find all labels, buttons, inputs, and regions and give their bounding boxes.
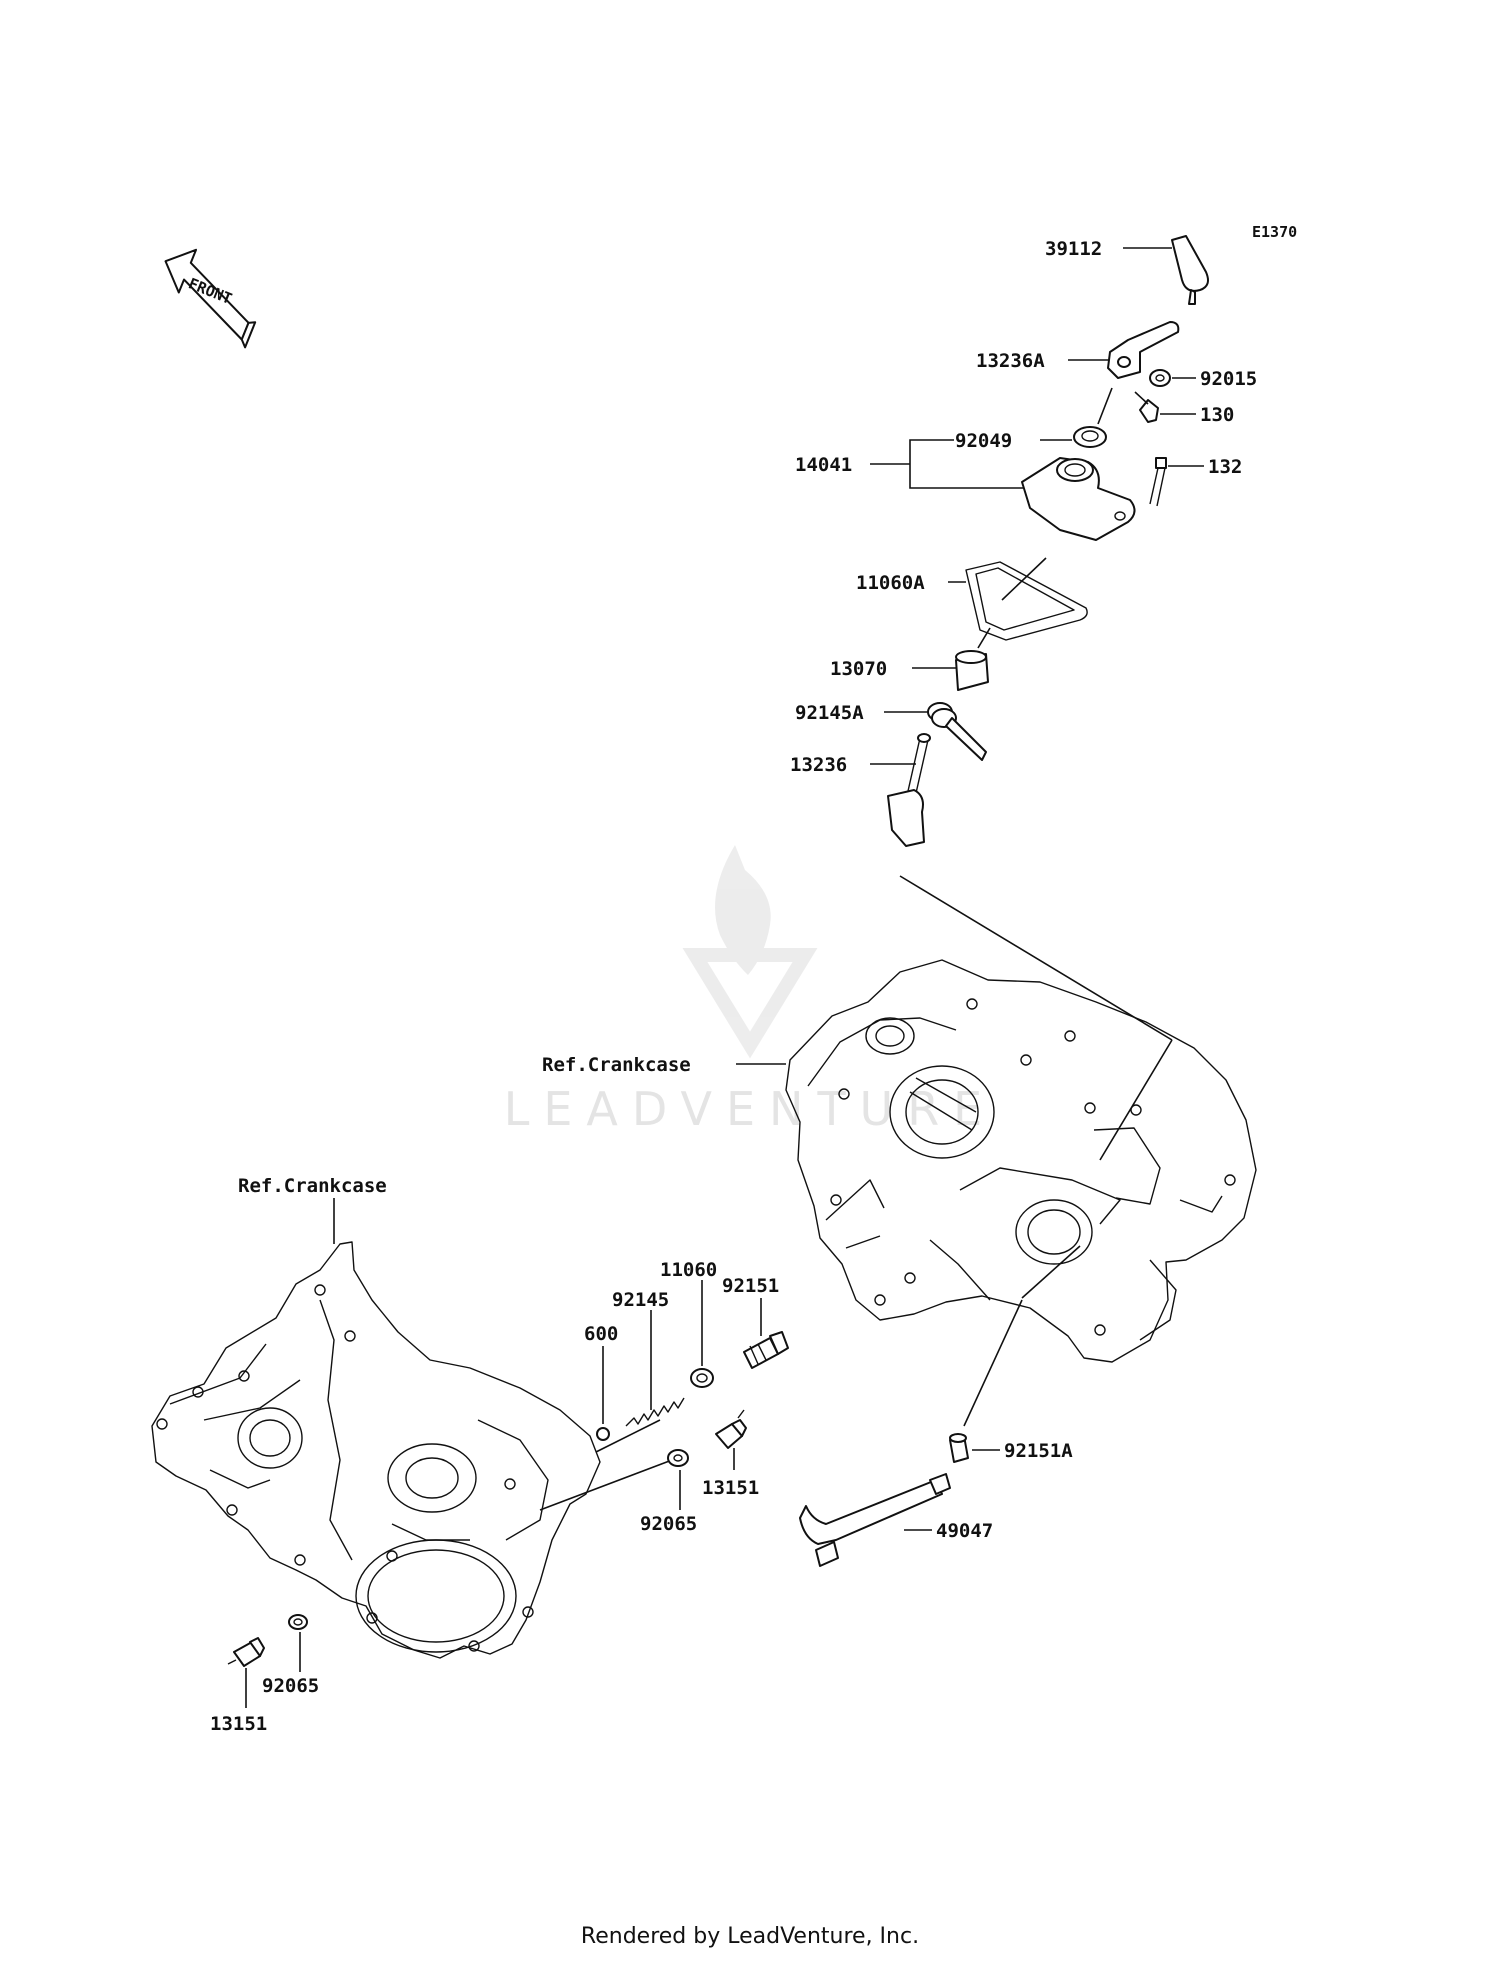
label-132: 132 xyxy=(1208,456,1242,478)
part-13236A-lever[interactable]: 13236A xyxy=(976,321,1180,379)
label-92145: 92145 xyxy=(612,1289,669,1311)
label-92151: 92151 xyxy=(722,1275,779,1297)
part-39112-rod-end[interactable]: 39112 xyxy=(1045,235,1209,305)
label-92065-right: 92065 xyxy=(640,1513,697,1535)
label-13070: 13070 xyxy=(830,658,887,680)
label-92145A: 92145A xyxy=(795,702,864,724)
label-13236: 13236 xyxy=(790,754,847,776)
footer-credit: Rendered by LeadVenture, Inc. xyxy=(580,1924,920,1949)
right-crankcase-reference: Ref.Crankcase xyxy=(542,959,1257,1363)
label-39112: 39112 xyxy=(1045,238,1102,260)
label-49047: 49047 xyxy=(936,1520,993,1542)
label-13151-right: 13151 xyxy=(702,1477,759,1499)
part-92151-plug-bolt[interactable]: 92151 xyxy=(722,1275,789,1369)
part-13151-switch-right[interactable]: 13151 xyxy=(702,1409,759,1499)
label-ref-crankcase-left: Ref.Crankcase xyxy=(238,1175,387,1197)
part-92065-washer-left[interactable]: 92065 xyxy=(262,1614,319,1697)
part-14041-cover[interactable]: 14041 xyxy=(795,439,1136,541)
watermark-text: LEADVENTURE xyxy=(503,1082,997,1136)
part-92145-spring[interactable]: 92145 xyxy=(612,1289,685,1427)
part-13236-shift-shaft[interactable]: 13236 xyxy=(790,733,1173,1041)
part-92065-washer-right[interactable]: 92065 xyxy=(640,1449,697,1535)
part-13151-switch-left[interactable]: 13151 xyxy=(210,1637,267,1735)
part-92015-nut[interactable]: 92015 xyxy=(1149,368,1257,390)
part-92151A-plug[interactable]: 92151A xyxy=(949,1299,1073,1463)
watermark-logo xyxy=(682,845,818,1059)
label-92151A: 92151A xyxy=(1004,1440,1073,1462)
part-13070-bushing[interactable]: 13070 xyxy=(830,627,991,691)
label-92015: 92015 xyxy=(1200,368,1257,390)
part-92049-oil-seal[interactable]: 92049 xyxy=(955,387,1113,452)
part-11060-washer[interactable]: 11060 xyxy=(660,1259,717,1388)
label-ref-crankcase-right: Ref.Crankcase xyxy=(542,1054,691,1076)
part-92145A-spring[interactable]: 92145A xyxy=(795,702,987,761)
label-14041: 14041 xyxy=(795,454,852,476)
label-600: 600 xyxy=(584,1323,618,1345)
front-arrow-icon: FRONT xyxy=(164,248,257,349)
part-49047-shift-fork[interactable]: 49047 xyxy=(799,1473,993,1567)
diagram-code: E1370 xyxy=(1252,223,1297,241)
label-13151-left: 13151 xyxy=(210,1713,267,1735)
part-130-bolt[interactable]: 130 xyxy=(1134,391,1234,426)
part-600-ball[interactable]: 600 xyxy=(584,1323,618,1441)
label-92065-left: 92065 xyxy=(262,1675,319,1697)
label-92049: 92049 xyxy=(955,430,1012,452)
label-13236A: 13236A xyxy=(976,350,1045,372)
part-132-bolt[interactable]: 132 xyxy=(1149,456,1242,507)
label-11060A: 11060A xyxy=(856,572,925,594)
label-130: 130 xyxy=(1200,404,1234,426)
left-crankcase-reference: Ref.Crankcase xyxy=(151,1175,673,1659)
part-11060A-gasket[interactable]: 11060A xyxy=(856,557,1088,641)
label-11060: 11060 xyxy=(660,1259,717,1281)
